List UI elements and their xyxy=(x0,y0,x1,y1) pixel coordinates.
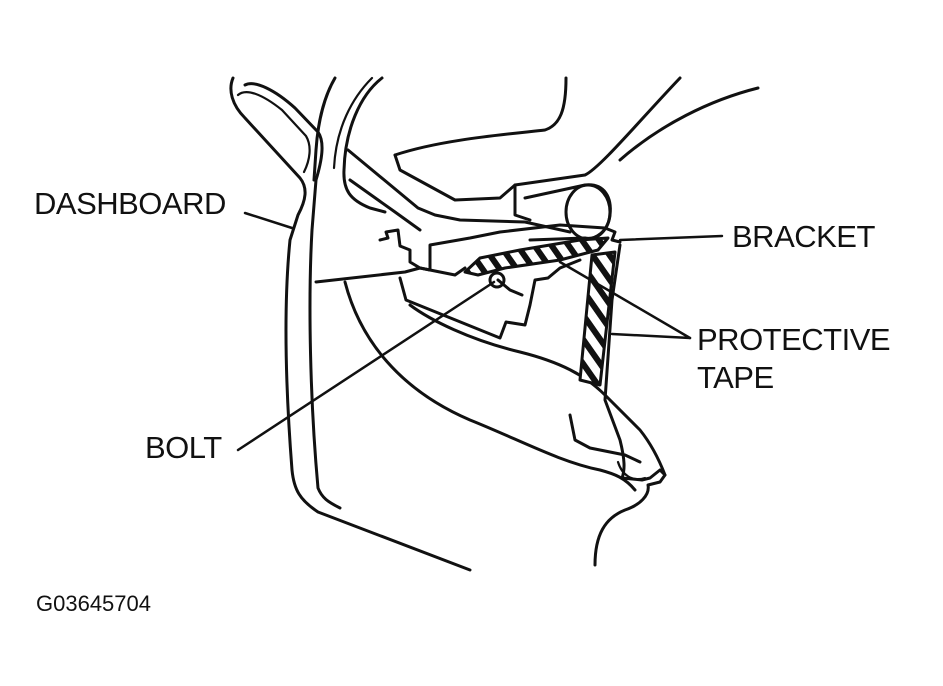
tape-leader-top xyxy=(558,260,692,340)
protective-tape-label-line1: PROTECTIVE xyxy=(697,322,890,357)
protective-tape-side xyxy=(578,250,617,387)
upper-trim xyxy=(346,76,760,234)
protective-tape-top xyxy=(463,236,610,277)
figure-code: G03645704 xyxy=(36,591,151,616)
bolt-head xyxy=(488,271,506,289)
leader-lines xyxy=(236,211,724,452)
bolt-leader xyxy=(236,280,496,452)
dashboard-leader xyxy=(243,211,294,230)
protective-tape-label-line2: TAPE xyxy=(697,360,774,395)
bracket-leader xyxy=(618,234,724,242)
dashboard-label: DASHBOARD xyxy=(34,186,226,221)
windshield-frame xyxy=(229,76,472,572)
lower-dash xyxy=(593,460,667,567)
tape-leader-side xyxy=(610,332,692,340)
bracket-label: BRACKET xyxy=(732,219,875,254)
bolt-label: BOLT xyxy=(145,430,222,465)
